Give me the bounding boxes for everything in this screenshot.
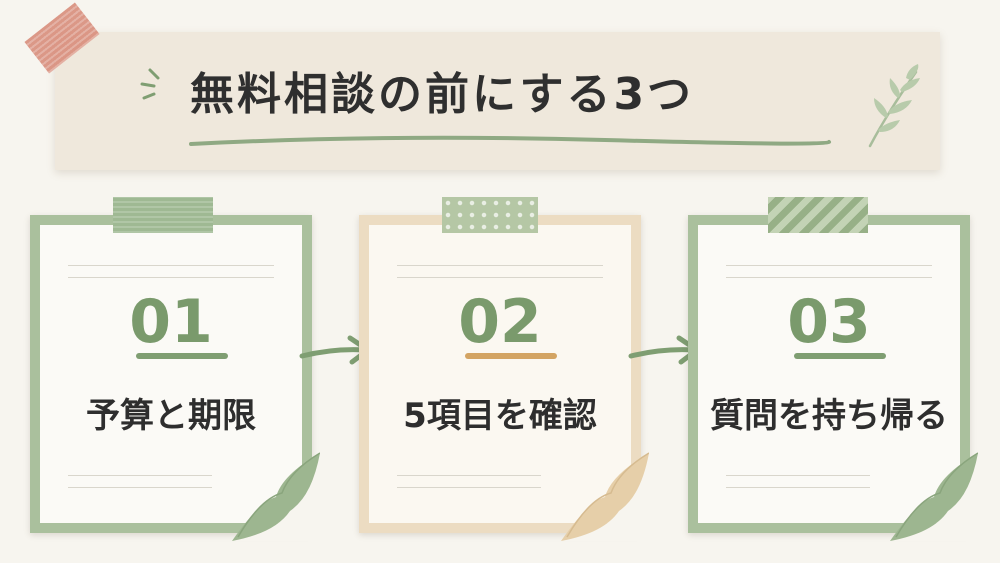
paper-line: [397, 277, 603, 278]
sparkle-icon: [140, 68, 160, 100]
step-card-1: 01 予算と期限: [30, 215, 320, 541]
step-number: 02: [458, 287, 542, 357]
card-paper: 01 予算と期限: [40, 225, 302, 523]
paper-line: [68, 265, 274, 266]
step-number: 03: [787, 287, 871, 357]
step-number: 01: [129, 287, 213, 357]
step-label: 予算と期限: [86, 396, 256, 436]
step-number-underline: [136, 353, 228, 359]
paper-line: [726, 265, 932, 266]
leaf-sprig-icon: [868, 64, 920, 148]
washi-tape-3: [768, 197, 868, 233]
paper-line: [68, 475, 212, 476]
title-underline: [189, 135, 831, 146]
paper-line: [397, 265, 603, 266]
paper-line: [726, 475, 870, 476]
page-curl-icon: [561, 452, 649, 541]
step-card-3: 03 質問を持ち帰る: [688, 215, 978, 541]
paper-line: [397, 475, 541, 476]
paper-line: [726, 487, 870, 488]
page-curl-icon: [890, 452, 978, 541]
card-paper: 03 質問を持ち帰る: [698, 225, 960, 523]
step-label: 5項目を確認: [403, 396, 597, 436]
title-banner: [55, 32, 940, 170]
step-number-underline: [465, 353, 557, 359]
paper-line: [726, 277, 932, 278]
page-title: 無料相談の前にする3つ: [190, 69, 695, 120]
paper-line: [68, 277, 274, 278]
washi-tape-2: [442, 197, 538, 233]
paper-line: [397, 487, 541, 488]
step-card-2: 02 5項目を確認: [359, 215, 649, 541]
page-curl-icon: [232, 452, 320, 541]
washi-tape-1: [113, 197, 213, 233]
card-paper: 02 5項目を確認: [369, 225, 631, 523]
step-number-underline: [794, 353, 886, 359]
paper-line: [68, 487, 212, 488]
step-label: 質問を持ち帰る: [710, 396, 948, 436]
